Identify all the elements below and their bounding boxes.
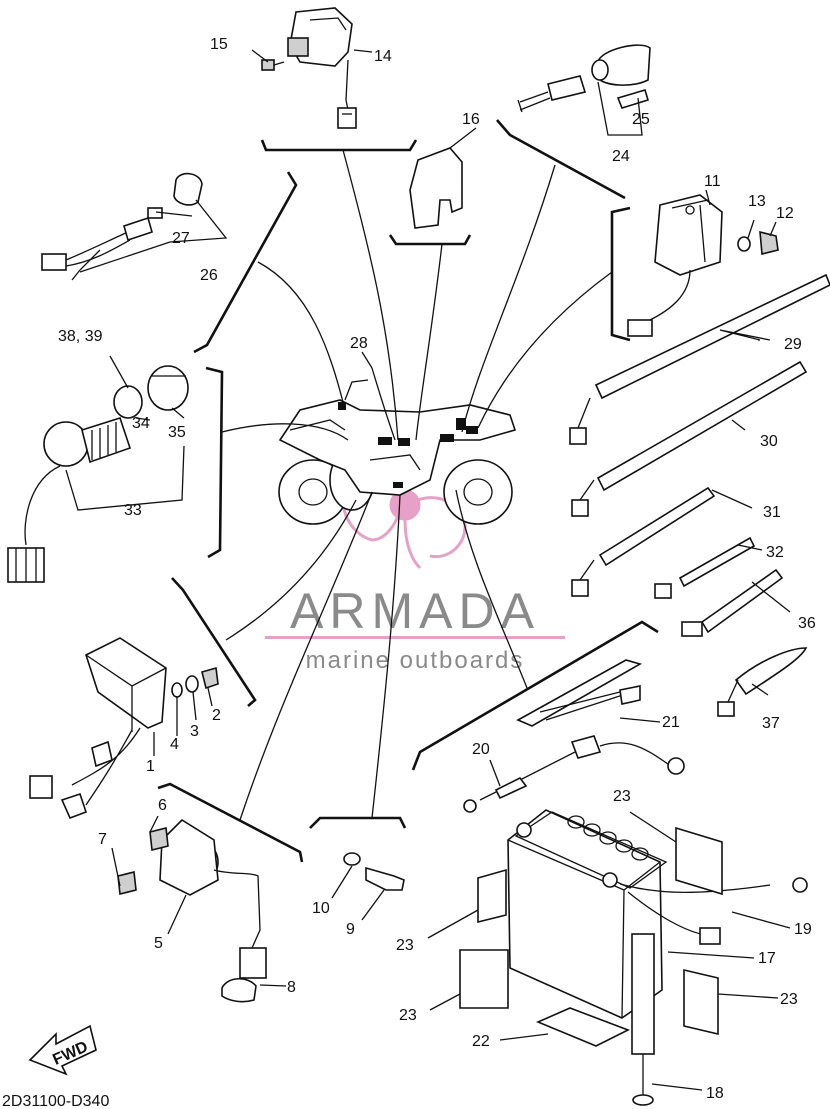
watermark-tagline: marine outboards [306,647,525,674]
fuse-holder-part-20 [463,735,685,813]
callout-1: 1 [146,758,155,775]
callout-34: 34 [132,415,150,432]
callout-33: 33 [124,502,142,519]
callout-15: 15 [210,36,228,53]
callout-24: 24 [612,148,630,165]
callout-11: 11 [704,173,721,190]
callout-22: 22 [472,1033,490,1050]
sensor-part-24 [517,44,651,113]
callout-10: 10 [312,900,330,917]
clamp-part-37 [717,647,808,717]
pad-part-22 [535,1007,630,1047]
callout-17: 17 [758,950,776,967]
callout-9: 9 [346,921,355,938]
callout-23-top: 23 [613,788,631,805]
callout-8: 8 [287,979,296,996]
screw-part-7 [117,871,137,895]
watermark-brand: ARMADA [290,583,540,639]
cover-part-16 [409,147,463,229]
callout-23-right: 23 [780,991,798,1008]
relay-part-14 [287,7,357,129]
callout-2: 2 [212,707,221,724]
group-brackets [157,119,659,863]
callout-leaders [65,49,791,1091]
callout-3: 3 [190,723,199,740]
callout-7: 7 [98,831,107,848]
callout-5: 5 [154,935,163,952]
sender-part-26 [41,216,153,281]
bolt-part-15 [261,59,285,71]
bolt-part-2 [201,666,219,690]
atv-vehicle-illustration [278,379,517,525]
switch-part-9 [365,866,405,891]
bezel-part-35 [147,365,189,411]
screw-part-12 [759,230,779,256]
bracket-part-21 [516,659,643,727]
switch-part-33 [7,417,132,583]
cable-tie-32 [654,536,756,599]
forward-arrow-icon: FWD [28,1024,97,1076]
watermark-rule [265,636,565,639]
callout-36: 36 [798,615,816,632]
callout-38-39: 38, 39 [58,328,103,345]
callout-37: 37 [762,715,780,732]
callout-28: 28 [350,335,368,352]
washer-part-13 [737,236,751,252]
cdi-unit-part-1 [29,637,167,820]
connection-leaders [221,149,613,821]
callout-32: 32 [766,544,784,561]
cable-tie-30 [571,360,808,517]
diagram-code: 2D31100-D340 [2,1093,109,1109]
callout-29: 29 [784,336,802,353]
callout-19: 19 [794,921,812,938]
cable-tie-36 [681,568,784,637]
callout-31: 31 [763,504,781,521]
callout-26: 26 [200,267,218,284]
callout-16: 16 [462,111,480,128]
callout-4: 4 [170,736,179,753]
washer-part-10 [343,852,361,866]
callout-27: 27 [172,230,190,247]
vent-hose-part-18 [631,933,655,1106]
cap-part-27 [147,172,203,219]
battery-part-17 [507,809,808,1019]
nut-part-34 [113,385,143,419]
callout-23-bottom: 23 [399,1007,417,1024]
regulator-part-11 [627,194,723,337]
callout-25: 25 [632,111,650,128]
callout-labels: 1 2 3 4 5 6 7 8 9 10 11 12 13 14 15 16 1… [58,36,816,1102]
callout-20: 20 [472,741,490,758]
callout-18: 18 [706,1085,724,1102]
washer-part-3 [185,675,199,693]
washer-part-4 [171,682,183,698]
fuse-part-25 [616,89,649,109]
callout-13: 13 [748,193,766,210]
cable-tie-31 [571,486,716,597]
callout-6: 6 [158,797,167,814]
callout-12: 12 [776,205,794,222]
callout-14: 14 [374,48,392,65]
callout-30: 30 [760,433,778,450]
callout-21: 21 [662,714,680,731]
pad-part-23 [459,826,723,1036]
cable-tie-29 [569,273,830,445]
callout-35: 35 [168,424,186,441]
callout-23-left: 23 [396,937,414,954]
screw-part-6 [149,827,169,851]
ignition-coil-part-5 [159,818,267,1003]
